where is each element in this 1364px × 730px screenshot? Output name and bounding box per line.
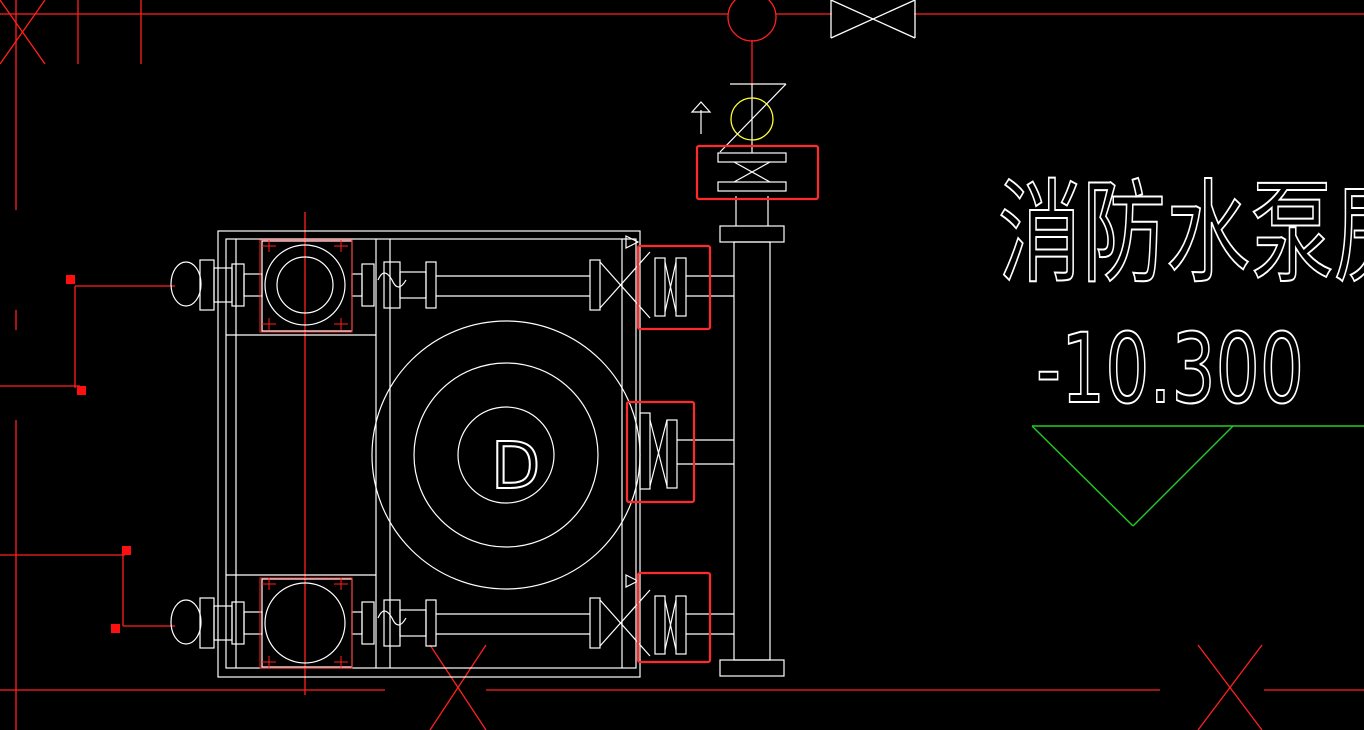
elevation-marker-icon — [1031, 425, 1364, 527]
pipe-node-circle — [727, 0, 777, 42]
highlight-box-middle-valve — [625, 400, 696, 504]
pump-base-frame — [217, 230, 641, 678]
room-title: 消防水泵房 — [998, 169, 1364, 299]
lower-pump-assembly — [170, 578, 651, 668]
elevation-value: -10.300 — [1036, 313, 1304, 425]
top-gate-valve-icon — [830, 0, 916, 39]
upper-pump-bolts — [259, 239, 353, 333]
pressure-gauge-icon — [730, 97, 774, 141]
flow-arrow-icons — [625, 235, 640, 588]
highlight-box-top-valve — [695, 144, 820, 201]
red-grip-points — [66, 275, 131, 633]
discharge-header-pipe — [690, 83, 787, 677]
lower-pump-bolts — [259, 577, 353, 669]
upper-pump-assembly — [170, 240, 651, 332]
highlight-box-upper-valve — [636, 244, 712, 331]
highlight-box-lower-valve — [636, 571, 712, 664]
highlight-boxes — [625, 144, 820, 664]
pump-label: D — [491, 430, 540, 504]
side-valves — [639, 257, 734, 655]
